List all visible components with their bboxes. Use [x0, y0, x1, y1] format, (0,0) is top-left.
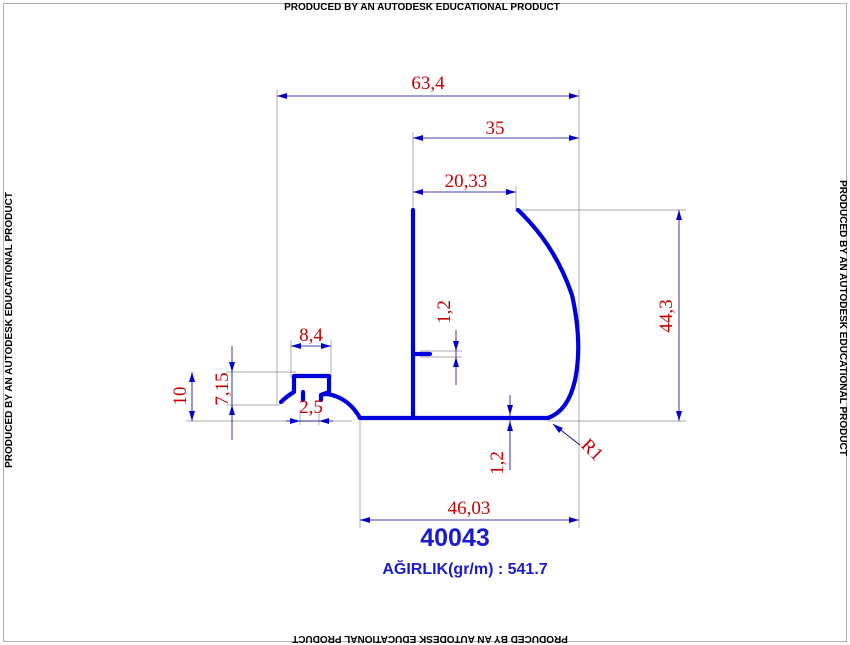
dim-gap: 2,5 — [299, 397, 323, 418]
extension-lines — [186, 90, 686, 528]
profile-lip — [278, 373, 332, 405]
dim-height: 44,3 — [656, 299, 677, 332]
watermark-top: PRODUCED BY AN AUTODESK EDUCATIONAL PROD… — [284, 2, 560, 13]
profile-arc — [515, 207, 581, 421]
watermark-bottom: PRODUCED BY AN AUTODESK EDUCATIONAL PROD… — [292, 633, 568, 644]
dim-base-thickness: 1,2 — [487, 451, 508, 475]
dim-right-width: 35 — [486, 118, 505, 139]
dim-lip-width: 8,4 — [299, 325, 323, 346]
dim-rib-thickness: 1,2 — [434, 300, 455, 324]
product-weight: AĞIRLIK(gr/m) : 541.7 — [382, 559, 547, 578]
watermark-left: PRODUCED BY AN AUTODESK EDUCATIONAL PROD… — [4, 192, 15, 468]
aluminium-profile — [278, 207, 581, 421]
drawing-frame — [3, 3, 847, 642]
dim-arc-chord: 20,33 — [445, 171, 488, 192]
product-code: 40043 — [420, 524, 490, 552]
dimension-arrows — [189, 93, 682, 523]
dim-bottom-width: 46,03 — [448, 498, 491, 519]
profile-hook — [318, 391, 363, 421]
dim-overall-width: 63,4 — [411, 73, 445, 94]
dim-lip-height: 7,15 — [212, 372, 233, 405]
dim-radius: R1 — [577, 435, 608, 466]
watermark-right: PRODUCED BY AN AUTODESK EDUCATIONAL PROD… — [837, 180, 848, 456]
dim-hook-height: 10 — [170, 387, 191, 406]
